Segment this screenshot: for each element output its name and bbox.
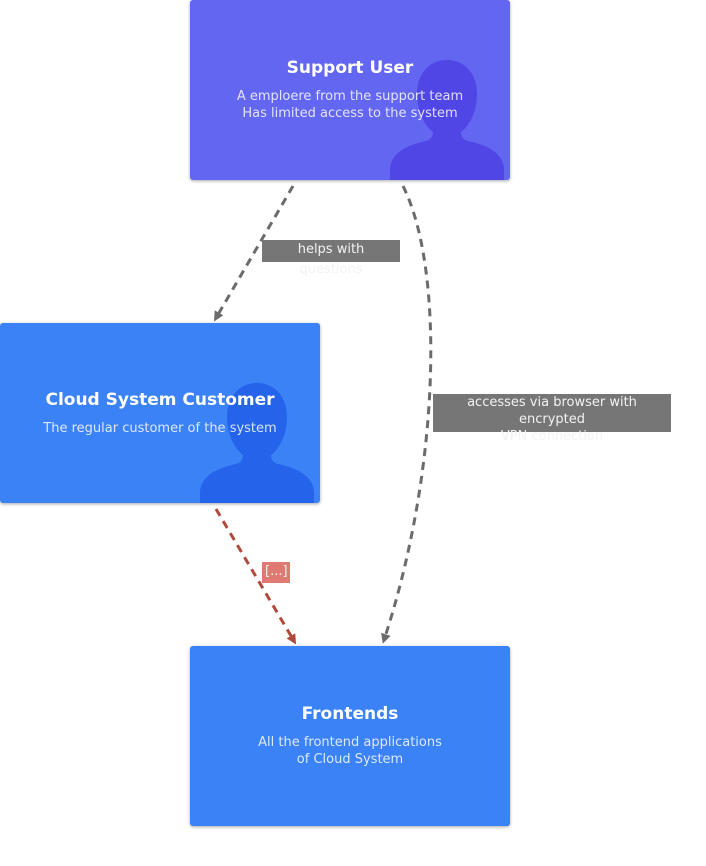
- edge-support-to-frontends[interactable]: [381, 185, 433, 644]
- person-icon: [200, 383, 314, 503]
- node-title: Cloud System Customer: [45, 390, 275, 410]
- node-title: Frontends: [301, 704, 399, 724]
- frontends-node[interactable]: Frontends All the frontend applications …: [190, 646, 510, 826]
- node-description: A emploere from the support team Has lim…: [236, 89, 464, 121]
- node-description: All the frontend applications of Cloud S…: [258, 735, 442, 767]
- node-description: The regular customer of the system: [43, 421, 277, 436]
- node-title: Support User: [286, 58, 414, 78]
- edge-label-ellipsis: [...]: [262, 562, 290, 583]
- edge-label-helps-with-questions: helps with questions: [262, 240, 400, 277]
- person-icon: [390, 60, 504, 180]
- edge-customer-to-frontends[interactable]: [214, 508, 297, 645]
- edge-support-to-customer[interactable]: [213, 185, 295, 322]
- edge-label-accesses-via-browser: accesses via browser with encrypted VPN …: [433, 394, 671, 444]
- cloud-system-customer-node[interactable]: Cloud System Customer The regular custom…: [0, 323, 320, 503]
- support-user-node[interactable]: Support User A emploere from the support…: [190, 0, 510, 180]
